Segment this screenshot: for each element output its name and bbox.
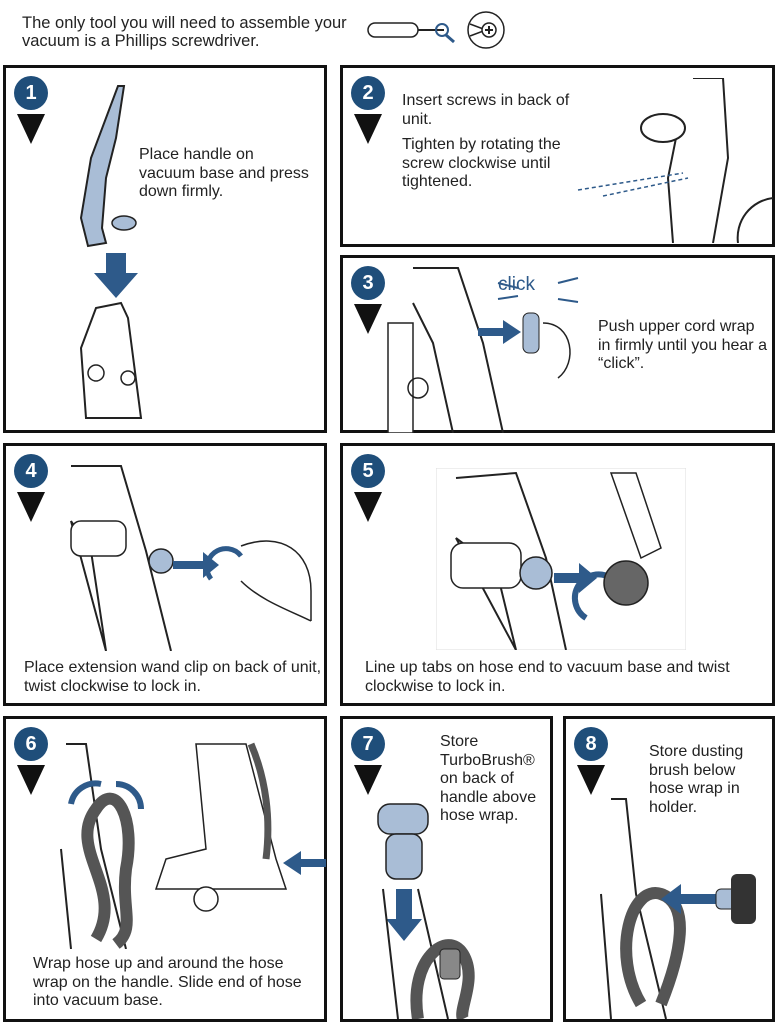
step-8-text: Store dusting brush below hose wrap in h… [649, 743, 744, 816]
step-1-text: Place handle on vacuum base and press do… [139, 146, 309, 200]
step-4-panel: 4 Place extension wand clip on back of u… [3, 443, 327, 706]
step-8-panel: 8 Store dusting brush below hose wrap in… [563, 716, 775, 1022]
step-pointer-icon [354, 114, 382, 144]
step-pointer-icon [354, 492, 382, 522]
step-6-panel: 6 Wrap hose up and around the hose wrap … [3, 716, 327, 1022]
hose-wrap-illustration [60, 742, 326, 949]
step-pointer-icon [17, 765, 45, 795]
step-pointer-icon [17, 114, 45, 144]
step-number-badge: 2 [351, 76, 385, 110]
step-4-text: Place extension wand clip on back of uni… [24, 659, 322, 695]
wand-clip-illustration [70, 465, 312, 651]
handle-illustration [79, 85, 143, 419]
step-number-badge: 3 [351, 266, 385, 300]
click-sound-label: click [498, 274, 535, 295]
step-number-badge: 8 [574, 727, 608, 761]
step-number-badge: 6 [14, 727, 48, 761]
step-number-badge: 4 [14, 454, 48, 488]
step-number-badge: 1 [14, 76, 48, 110]
step-pointer-icon [577, 765, 605, 795]
dusting-brush-illustration [600, 798, 756, 1019]
screws-illustration [577, 78, 773, 243]
step-7-text: Store TurboBrush® on back of handle abov… [440, 733, 537, 824]
step-2-text: Insert screws in back of unit. [402, 92, 570, 128]
phillips-screwdriver-icon [367, 11, 505, 49]
step-6-text: Wrap hose up and around the hose wrap on… [33, 955, 302, 1009]
turbobrush-illustration [377, 803, 475, 1019]
step-1-panel: 1 Place handle on vacuum base and press … [3, 65, 327, 433]
step-2-panel: 2 Insert screws in back of unit. Tighten… [340, 65, 775, 247]
cord-wrap-illustration [387, 267, 579, 433]
step-pointer-icon [17, 492, 45, 522]
hose-end-illustration [436, 468, 686, 650]
step-pointer-icon [354, 765, 382, 795]
step-3-panel: 3 click Push upper cord wrap in firmly u… [340, 255, 775, 433]
step-7-panel: 7 Store TurboBrush® on back of handle ab… [340, 716, 553, 1022]
step-number-badge: 5 [351, 454, 385, 488]
step-5-text: Line up tabs on hose end to vacuum base … [365, 659, 730, 695]
step-number-badge: 7 [351, 727, 385, 761]
step-3-text: Push upper cord wrap in firmly until you… [598, 318, 767, 372]
step-5-panel: 5 Line up tabs on hose end to vacuum bas… [340, 443, 775, 706]
step-2-text-tighten: Tighten by rotating the screw clockwise … [402, 136, 561, 190]
intro-text: The only tool you will need to assemble … [22, 14, 347, 50]
step-pointer-icon [354, 304, 382, 334]
